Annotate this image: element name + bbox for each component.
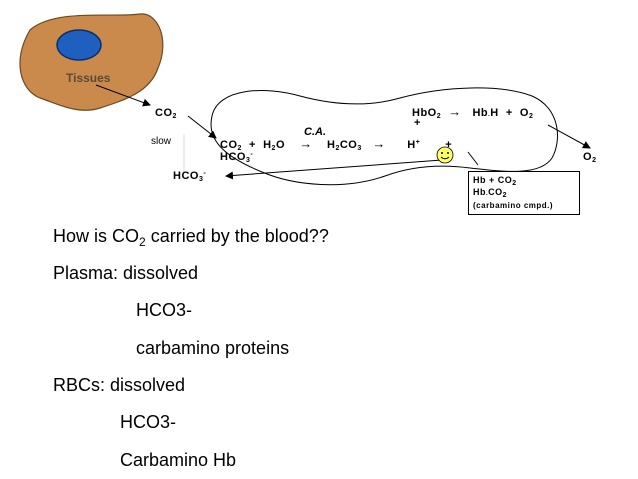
hbo2-reaction: HbO2 → Hb.H + O2 [412,104,534,120]
plasma-carbamino: carbamino proteins [136,338,290,358]
plasma-hco3: HCO3- [136,300,193,320]
rbcs-carbamino: Carbamino Hb [120,450,237,470]
question-heading: How is CO2 carried by the blood?? [53,226,329,249]
hco3-inside-label: HCO3- [220,151,254,164]
carbamino-box: Hb + CO2 Hb.CO2 (carbamino cmpd.) [468,171,580,215]
smiley-face-icon [436,146,454,164]
tissue-cell [19,13,164,111]
o2-out-arrow [547,124,591,149]
nucleus [56,29,102,61]
slow-label: slow [151,136,172,147]
plasma-dissolved: Plasma: dissolved [53,263,199,283]
carbamino-line-3: (carbamino cmpd.) [473,201,554,210]
to-carbamino-arrow [467,151,479,166]
tissues-label: Tissues [66,71,111,85]
o2-output-label: O2 [583,151,597,164]
carbamino-line-1: Hb + CO2 [473,175,517,187]
co2-to-reaction-arrow [187,115,217,139]
co2-input-label: CO2 [155,107,177,120]
rbcs-dissolved: RBCs: dissolved [53,375,186,395]
tissues-to-co2-arrow [95,84,151,107]
carbamino-line-2: Hb.CO2 [473,187,508,199]
carbonic-reaction: CO2 + H2O → H2CO3 → H+ + [220,136,453,152]
carbonic-anhydrase-label: C.A. [304,126,326,138]
hco3-exit-arrow [225,159,443,180]
rbcs-hco3: HCO3- [120,412,177,432]
red-blood-cell-outline [210,87,558,186]
hco3-plasma-label: HCO3- [173,170,207,183]
plus-under-hbo2: + [414,117,421,129]
